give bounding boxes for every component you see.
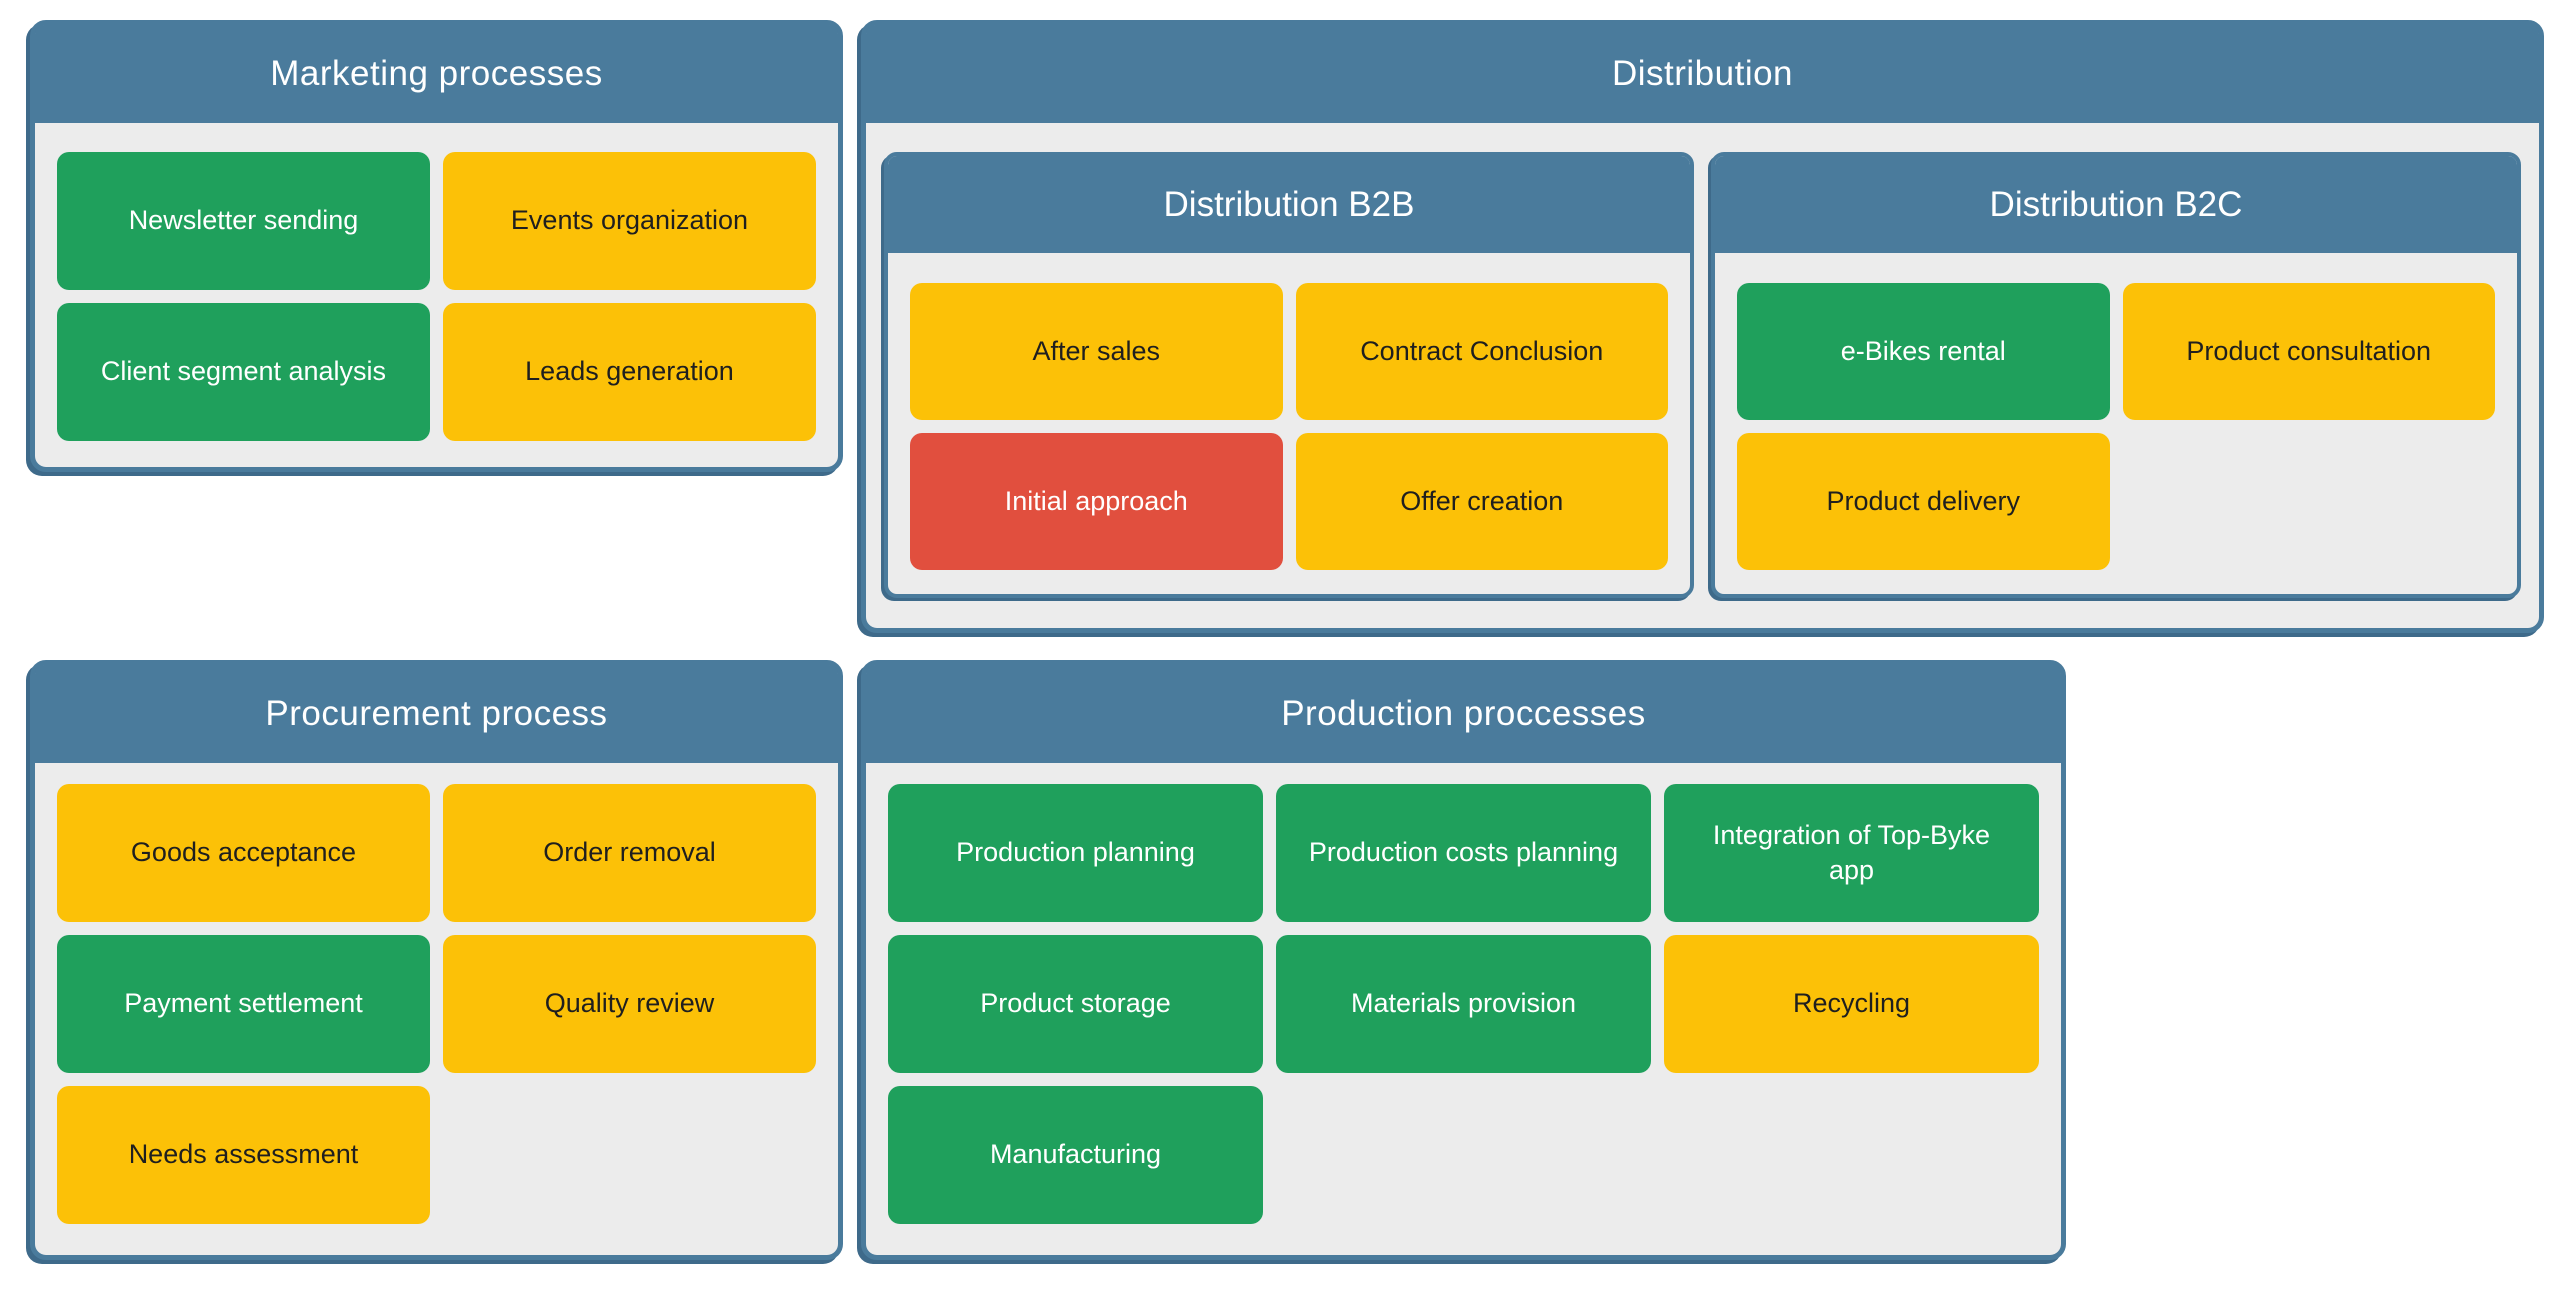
panel-production-title: Production proccesses <box>1281 694 1646 733</box>
process-quality-review[interactable]: Quality review <box>443 935 816 1073</box>
panel-distribution-b2c-body: e-Bikes rental Product consultation Prod… <box>1715 253 2517 594</box>
panel-production-processes: Production proccesses Production plannin… <box>861 660 2066 1260</box>
panel-distribution-b2c-title: Distribution B2C <box>1989 184 2243 224</box>
panel-procurement-title: Procurement process <box>265 694 608 733</box>
panel-procurement-header: Procurement process <box>35 665 838 763</box>
process-manufacturing[interactable]: Manufacturing <box>888 1086 1263 1224</box>
process-product-consultation[interactable]: Product consultation <box>2122 283 2495 420</box>
panel-procurement-body: Goods acceptance Order removal Payment s… <box>35 763 838 1245</box>
process-product-delivery[interactable]: Product delivery <box>1737 433 2110 570</box>
panel-production-header: Production proccesses <box>866 665 2061 763</box>
process-newsletter-sending[interactable]: Newsletter sending <box>57 152 430 290</box>
panel-marketing-title: Marketing processes <box>270 54 603 93</box>
process-events-organization[interactable]: Events organization <box>443 152 816 290</box>
panel-procurement-process: Procurement process Goods acceptance Ord… <box>30 660 843 1260</box>
panel-marketing-processes: Marketing processes Newsletter sending E… <box>30 20 843 472</box>
process-payment-settlement[interactable]: Payment settlement <box>57 935 430 1073</box>
panel-distribution-b2b-body: After sales Contract Conclusion Initial … <box>888 253 1690 594</box>
panel-distribution-b2c-header: Distribution B2C <box>1715 156 2517 253</box>
process-initial-approach[interactable]: Initial approach <box>910 433 1283 570</box>
panel-marketing-header: Marketing processes <box>35 25 838 123</box>
panel-marketing-body: Newsletter sending Events organization C… <box>35 123 838 470</box>
panel-distribution: Distribution Distribution B2B After sale… <box>861 20 2544 633</box>
process-contract-conclusion[interactable]: Contract Conclusion <box>1295 283 1668 420</box>
process-offer-creation[interactable]: Offer creation <box>1295 433 1668 570</box>
process-integration-top-byke-app[interactable]: Integration of Top-Byke app <box>1664 784 2039 922</box>
process-product-storage[interactable]: Product storage <box>888 935 1263 1073</box>
process-needs-assessment[interactable]: Needs assessment <box>57 1086 430 1224</box>
process-production-planning[interactable]: Production planning <box>888 784 1263 922</box>
panel-distribution-body: Distribution B2B After sales Contract Co… <box>866 123 2539 627</box>
process-leads-generation[interactable]: Leads generation <box>443 303 816 441</box>
panel-distribution-b2b-title: Distribution B2B <box>1163 184 1415 224</box>
panel-distribution-header: Distribution <box>866 25 2539 123</box>
panel-distribution-title: Distribution <box>1611 54 1794 93</box>
process-goods-acceptance[interactable]: Goods acceptance <box>57 784 430 922</box>
process-client-segment-analysis[interactable]: Client segment analysis <box>57 303 430 441</box>
process-recycling[interactable]: Recycling <box>1664 935 2039 1073</box>
panel-distribution-b2b-header: Distribution B2B <box>888 156 1690 253</box>
process-after-sales[interactable]: After sales <box>910 283 1283 420</box>
process-e-bikes-rental[interactable]: e-Bikes rental <box>1737 283 2110 420</box>
process-production-costs-planning[interactable]: Production costs planning <box>1276 784 1651 922</box>
panel-distribution-b2c: Distribution B2C e-Bikes rental Product … <box>1711 152 2521 598</box>
process-materials-provision[interactable]: Materials provision <box>1276 935 1651 1073</box>
panel-production-body: Production planning Production costs pla… <box>866 763 2061 1245</box>
process-order-removal[interactable]: Order removal <box>443 784 816 922</box>
panel-distribution-b2b: Distribution B2B After sales Contract Co… <box>884 152 1694 598</box>
